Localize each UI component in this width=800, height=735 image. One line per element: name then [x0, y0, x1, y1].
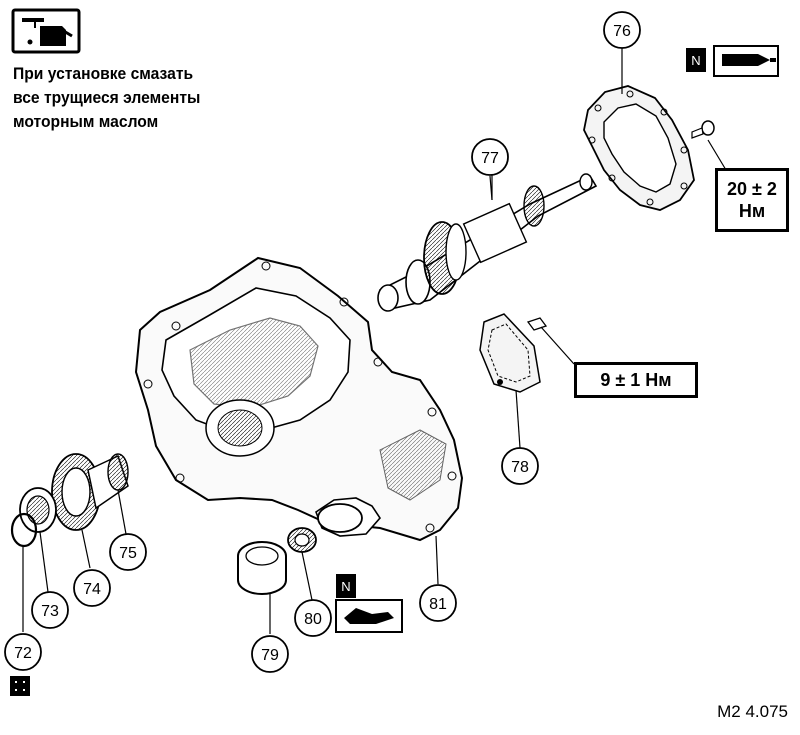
bolt-78 [526, 317, 575, 365]
shaft-75 [87, 453, 129, 510]
callout-77: 77 [471, 138, 509, 176]
sealant-tube-icon [713, 45, 779, 77]
callout-75: 75 [109, 533, 147, 571]
callout-76: 76 [603, 11, 641, 49]
torque-value-76: 20 ± 2 [727, 179, 777, 199]
svg-text:72: 72 [14, 645, 32, 662]
special-tool-icon [10, 676, 30, 696]
callout-74: 74 [73, 569, 111, 607]
callout-81: 81 [419, 584, 457, 622]
callout-72: 72 [4, 633, 42, 671]
figure-id: M2 4.075 [717, 702, 788, 721]
new-part-badge-80: N [336, 574, 356, 598]
oil-seal-80 [287, 527, 317, 553]
grease-gun-icon [335, 599, 403, 633]
svg-text:N: N [691, 53, 700, 68]
cover-78 [479, 313, 541, 393]
svg-text:80: 80 [304, 611, 322, 628]
lubrication-note: При установке смазать все трущиеся элеме… [13, 64, 201, 131]
snap-ring-72 [10, 512, 38, 548]
callout-79: 79 [251, 635, 289, 673]
svg-text:73: 73 [41, 603, 59, 620]
oil-can-icon [11, 8, 81, 54]
bearing-73 [19, 487, 57, 533]
svg-text:81: 81 [429, 596, 447, 613]
svg-text:76: 76 [613, 23, 631, 40]
torque-spec-78: 9 ± 1 Нм [574, 362, 698, 398]
gasket-76 [583, 85, 695, 211]
svg-text:78: 78 [511, 459, 529, 476]
torque-spec-76: 20 ± 2 Нм [715, 168, 789, 232]
svg-text:74: 74 [83, 581, 101, 598]
svg-text:77: 77 [481, 150, 499, 167]
callout-78: 78 [501, 447, 539, 485]
leader-lines [22, 48, 623, 634]
svg-text:75: 75 [119, 545, 137, 562]
shaft-77 [377, 170, 598, 312]
bearing-79 [237, 541, 287, 595]
bolt-76 [691, 120, 727, 171]
torque-unit-76: Нм [738, 201, 766, 221]
callout-73: 73 [31, 591, 69, 629]
new-part-badge-76: N [686, 48, 706, 72]
callout-80: 80 [294, 599, 332, 637]
transfer-case-housing [134, 256, 464, 542]
svg-text:N: N [341, 579, 350, 594]
svg-text:79: 79 [261, 647, 279, 664]
